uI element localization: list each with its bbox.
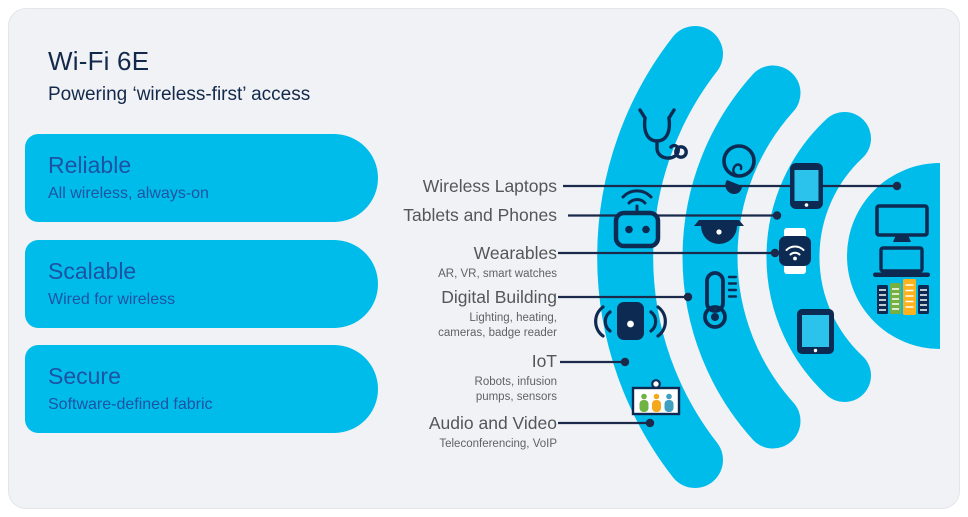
device-label-digital-building: Digital Building Lighting, heating, came… xyxy=(422,286,557,340)
connector-dots xyxy=(620,181,902,428)
device-label-text: Digital Building xyxy=(441,287,557,307)
page-title: Wi-Fi 6E xyxy=(48,46,150,76)
video-conference-icon xyxy=(631,379,681,416)
tablet-icon xyxy=(797,309,834,354)
lightbulb-icon xyxy=(722,144,756,195)
device-label-text: Audio and Video xyxy=(428,413,557,433)
device-label-text: Wireless Laptops xyxy=(422,176,557,196)
device-sublabel-text: Robots, infusion pumps, sensors xyxy=(474,376,557,403)
smartwatch-icon xyxy=(779,228,811,274)
device-label-wireless-laptops: Wireless Laptops xyxy=(423,175,557,197)
connector-dot xyxy=(645,418,655,428)
header: Wi-Fi 6E Powering ‘wireless-first’ acces… xyxy=(48,46,310,106)
device-sublabel-text: AR, VR, smart watches xyxy=(438,268,557,280)
smartphone-icon xyxy=(790,163,823,209)
wifi-hub-disc xyxy=(847,163,940,349)
device-label-audio-video: Audio and Video Teleconferencing, VoIP xyxy=(429,412,557,452)
desktop-monitor-icon xyxy=(875,204,929,242)
device-label-iot: IoT Robots, infusion pumps, sensors xyxy=(457,350,557,404)
connector-dot xyxy=(772,211,782,220)
pill-title: Reliable xyxy=(48,152,132,178)
smart-speaker-icon xyxy=(594,302,667,340)
connector-dot xyxy=(620,357,630,367)
device-label-text: Tablets and Phones xyxy=(403,205,557,225)
stethoscope-icon xyxy=(638,108,688,160)
thermometer-icon xyxy=(703,271,738,329)
feature-pill-reliable: Reliable All wireless, always-on xyxy=(25,134,378,222)
pill-title: Scalable xyxy=(48,258,137,284)
pill-subtitle: Wired for wireless xyxy=(48,291,176,308)
device-sublabel-text: Lighting, heating, cameras, badge reader xyxy=(438,312,557,339)
device-label-tablets-phones: Tablets and Phones xyxy=(403,204,557,226)
device-sublabel-text: Teleconferencing, VoIP xyxy=(439,438,557,450)
pill-subtitle: All wireless, always-on xyxy=(48,185,209,202)
pill-subtitle: Software-defined fabric xyxy=(48,396,213,413)
page-subtitle: Powering ‘wireless-first’ access xyxy=(48,84,311,105)
device-label-text: Wearables xyxy=(473,243,557,263)
smart-plug-icon xyxy=(613,189,661,249)
device-label-wearables: Wearables AR, VR, smart watches xyxy=(438,242,557,282)
pill-title: Secure xyxy=(48,363,121,389)
wifi-arc-middle xyxy=(682,65,801,449)
device-label-text: IoT xyxy=(531,351,557,371)
feature-pill-secure: Secure Software-defined fabric xyxy=(25,345,378,433)
laptop-icon xyxy=(873,246,930,277)
server-rack-icon xyxy=(877,279,929,315)
security-camera-icon xyxy=(694,220,744,244)
connector-dot xyxy=(683,292,693,302)
connector-dot xyxy=(770,248,780,258)
connector-dot xyxy=(892,181,902,191)
feature-pill-scalable: Scalable Wired for wireless xyxy=(25,240,378,328)
